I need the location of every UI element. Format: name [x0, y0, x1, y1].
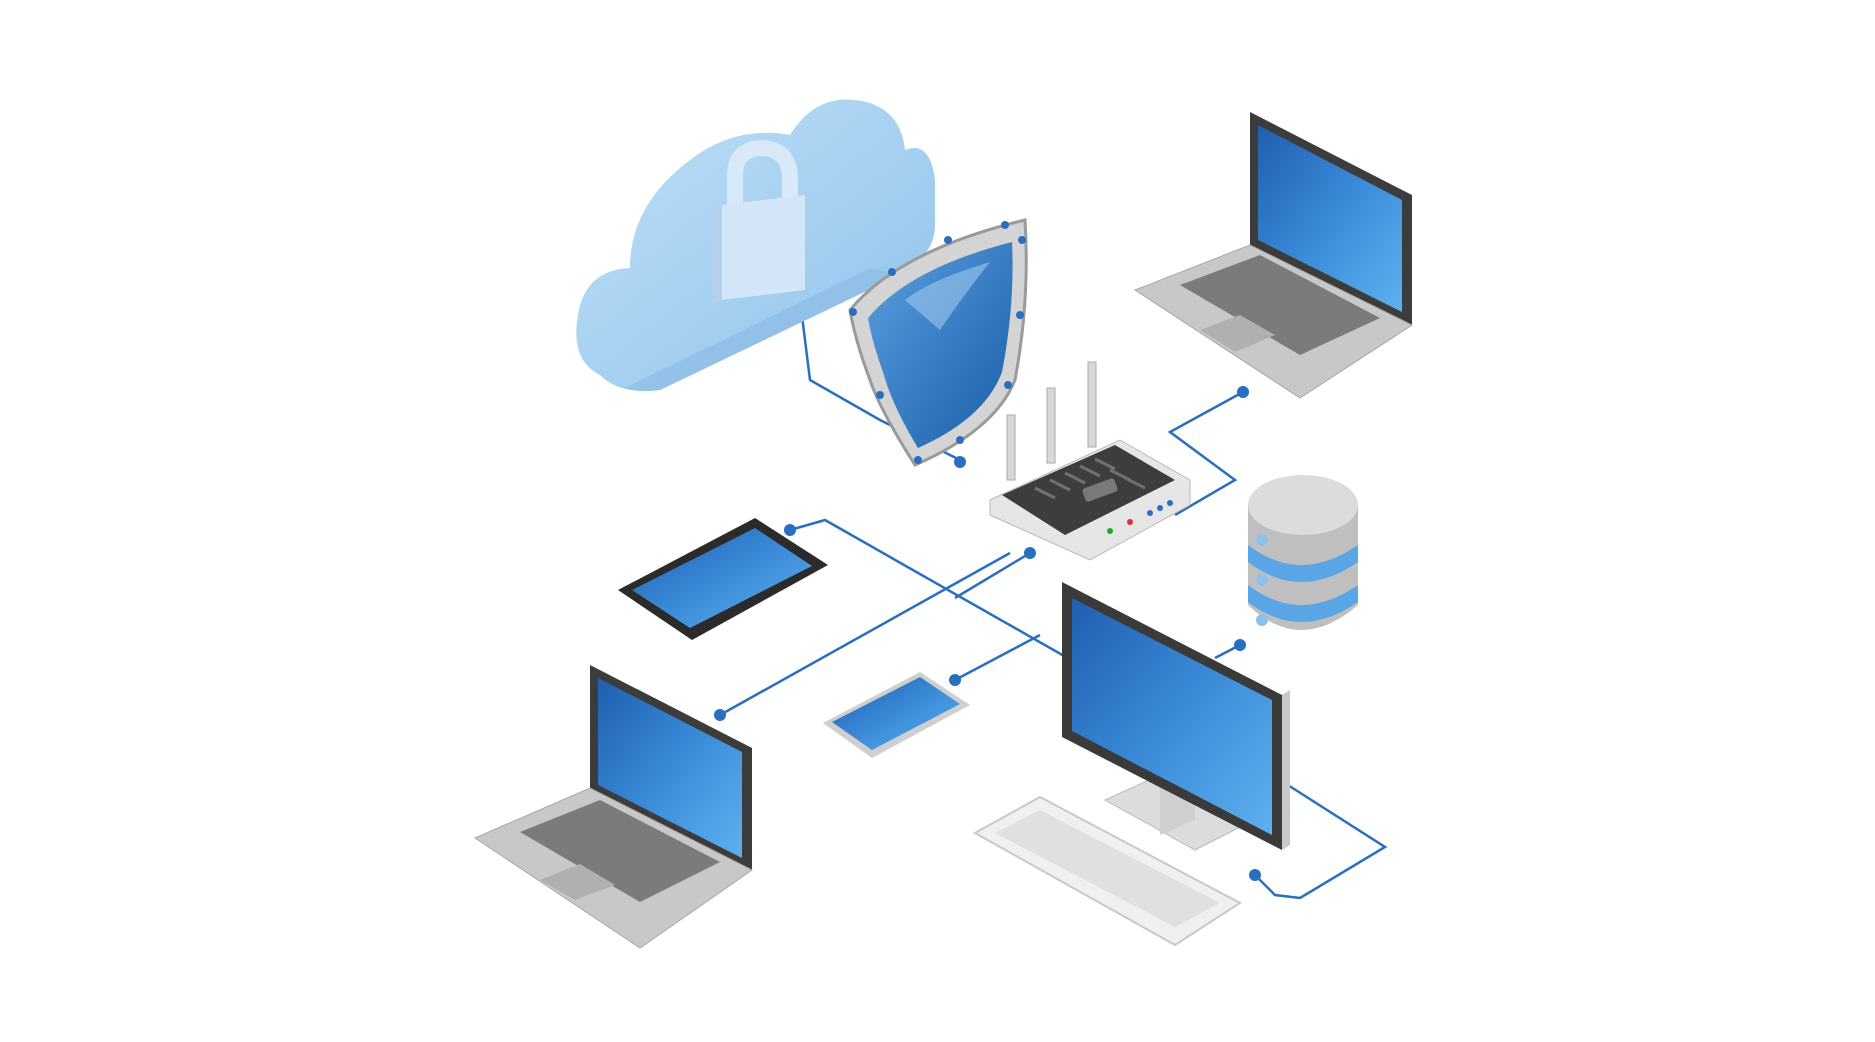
- cloud-lock-icon: [576, 99, 935, 392]
- connector-monitor-keyboard: [1254, 778, 1388, 900]
- tablet-icon: [618, 518, 828, 640]
- router-icon: [989, 361, 1191, 561]
- laptop-bottom-left: [473, 665, 753, 949]
- keyboard-icon: [972, 795, 1242, 947]
- connector-dot: [954, 456, 966, 468]
- smartphone-icon: [823, 672, 970, 758]
- connector-dot: [1249, 869, 1261, 881]
- connector-tablet-monitor: [789, 518, 1081, 667]
- connector-dot: [949, 674, 961, 686]
- connector-dots: [714, 281, 1261, 881]
- connector-phone-center: [954, 633, 1041, 682]
- connector-router-laptop-tr: [1167, 390, 1244, 517]
- laptop-screen: [598, 678, 742, 858]
- connector-dot: [714, 709, 726, 721]
- laptop-top-right: [1133, 112, 1414, 399]
- laptop-screen: [1258, 125, 1402, 312]
- connector-dot: [1024, 547, 1036, 559]
- shield-icon: [848, 218, 1028, 467]
- connector-laptop-bl: [719, 551, 1011, 717]
- connector-dot: [1234, 639, 1246, 651]
- connector-router-phone: [954, 551, 1031, 600]
- lock-icon: [712, 139, 805, 305]
- connector-dot: [1237, 386, 1249, 398]
- connector-dot: [784, 524, 796, 536]
- database-icon: [1248, 475, 1358, 630]
- monitor-icon: [1062, 582, 1290, 851]
